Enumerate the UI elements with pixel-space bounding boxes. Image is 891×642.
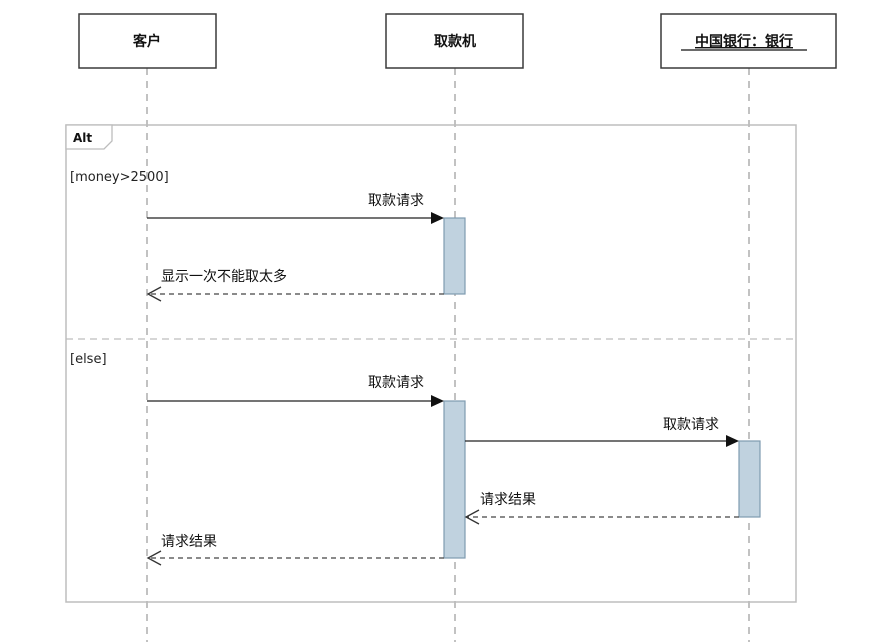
lifeline-label-customer: 客户 <box>132 33 161 50</box>
message-withdraw-request-to-bank[interactable]: 取款请求 <box>465 417 739 447</box>
open-arrowhead-icon <box>146 550 162 566</box>
message-label: 取款请求 <box>368 375 424 391</box>
activation-atm-2 <box>443 400 466 559</box>
filled-arrowhead-icon <box>431 212 444 224</box>
message-label: 请求结果 <box>480 492 536 508</box>
alt-operator-label: Alt <box>73 131 92 145</box>
message-label: 请求结果 <box>161 534 217 550</box>
message-result-to-customer-return[interactable]: 请求结果 <box>146 534 444 566</box>
activation-atm-1 <box>443 217 466 295</box>
activation-bank <box>738 440 761 518</box>
open-arrowhead-icon <box>146 286 162 302</box>
alt-fragment-frame[interactable] <box>65 124 797 603</box>
message-label: 显示一次不能取太多 <box>161 268 287 285</box>
message-withdraw-request-1[interactable]: 取款请求 <box>147 193 444 224</box>
lifeline-label-atm: 取款机 <box>434 33 476 50</box>
lifeline-head-atm[interactable]: 取款机 <box>385 13 524 69</box>
alt-fragment-tab <box>65 124 113 150</box>
lifeline-head-customer[interactable]: 客户 <box>78 13 217 69</box>
lifeline-head-bank[interactable]: 中国银行：银行 <box>660 13 837 69</box>
open-arrowhead-icon <box>464 509 480 525</box>
guard-operand-1: [money>2500] <box>70 170 169 185</box>
guard-operand-2: [else] <box>70 352 107 367</box>
message-label: 取款请求 <box>663 417 719 433</box>
lifeline-label-bank: 中国银行：银行 <box>695 33 793 50</box>
filled-arrowhead-icon <box>431 395 444 407</box>
message-label: 取款请求 <box>368 193 424 209</box>
message-bank-result-return[interactable]: 请求结果 <box>464 492 739 525</box>
message-withdraw-request-2[interactable]: 取款请求 <box>147 375 444 407</box>
message-display-limit-return[interactable]: 显示一次不能取太多 <box>146 268 444 302</box>
filled-arrowhead-icon <box>726 435 739 447</box>
